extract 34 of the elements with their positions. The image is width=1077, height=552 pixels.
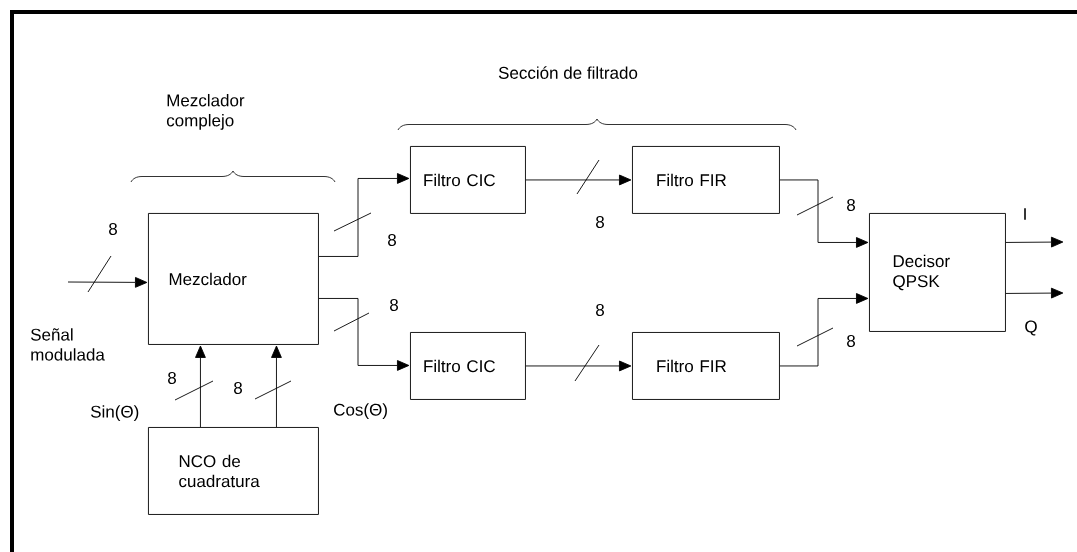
edge-label: 8 [388,298,400,312]
edge-label: 8 [845,198,857,212]
bus-arrow [318,298,410,371]
block-box: Filtro CIC [410,146,526,214]
block-box: Mezclador [148,213,319,345]
block-box: Decisor QPSK [869,213,1006,332]
bus-arrow [779,179,869,248]
edge-label: I [1021,207,1029,221]
brace-label: Mezclador complejo [166,93,245,130]
block-box: NCO de cuadratura [148,427,319,515]
signal-label: Sin(Θ) [90,405,139,422]
bus-arrow [67,255,148,293]
bus-arrow [1005,287,1064,299]
edge-label: 8 [107,222,119,236]
edge-label: 8 [594,215,606,229]
bus-arrow [174,345,214,428]
bus-arrow [525,159,632,195]
block-box: Filtro FIR [632,146,780,214]
edge-label: Q [1023,319,1039,337]
block-box: Filtro FIR [632,332,780,400]
edge-label: 8 [845,334,857,348]
bus-arrow [254,345,292,428]
bus-arrow [1005,236,1064,248]
edge-label: 8 [166,371,178,385]
signal-label: Cos(Θ) [334,403,387,420]
edge-label: 8 [232,381,244,395]
block-box: Filtro CIC [410,332,526,400]
brace-label: Sección de filtrado [498,66,638,79]
bus-arrow [318,173,410,257]
signal-label: Señal modulada [30,328,105,361]
edge-label: 8 [594,303,606,317]
bus-arrow [779,293,869,367]
edge-label: 8 [386,233,398,247]
bus-arrow [525,344,632,382]
